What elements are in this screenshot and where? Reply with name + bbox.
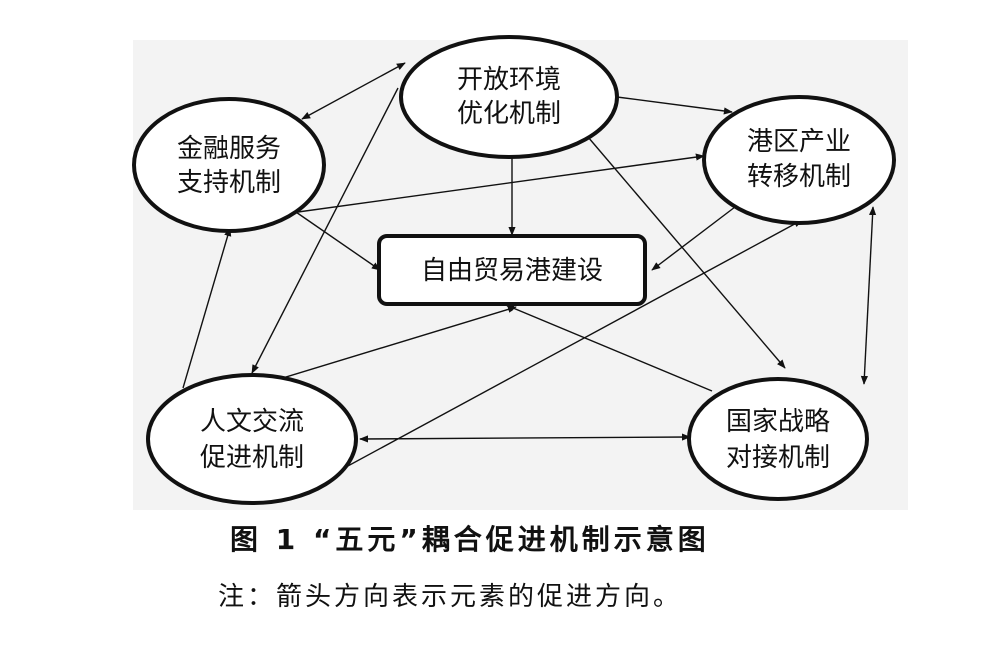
node-openness-line2: 优化机制 (457, 99, 561, 129)
node-humanities-line2: 促进机制 (200, 443, 304, 473)
node-strategy: 国家战略 对接机制 (687, 377, 869, 501)
arrow-openness-industry (616, 96, 733, 115)
node-industry-line2: 转移机制 (747, 162, 851, 192)
node-finance-line2: 支持机制 (177, 168, 281, 198)
node-openness: 开放环境 优化机制 (399, 35, 619, 159)
node-finance: 金融服务 支持机制 (132, 97, 326, 233)
arrow-humanities-strategy (359, 433, 691, 443)
arrow-industry-strategy (860, 206, 877, 385)
arrow-humanities-finance (182, 227, 232, 389)
arrow-finance-industry (297, 153, 705, 213)
node-industry: 港区产业 转移机制 (702, 95, 896, 225)
arrow-openness-finance (301, 62, 406, 120)
node-center: 自由贸易港建设 (377, 234, 647, 306)
figure-caption: 图 1 “五元”耦合促进机制示意图 (230, 523, 710, 556)
node-strategy-line2: 对接机制 (726, 443, 830, 473)
node-humanities: 人文交流 促进机制 (146, 373, 358, 505)
node-center-label: 自由贸易港建设 (421, 256, 603, 286)
figure-note: 注：箭头方向表示元素的促进方向。 (218, 582, 683, 612)
arrow-strategy-center (505, 304, 713, 392)
arrows (182, 62, 877, 481)
node-industry-line1: 港区产业 (747, 127, 851, 157)
node-humanities-line1: 人文交流 (200, 407, 304, 437)
node-finance-line1: 金融服务 (177, 134, 281, 164)
node-openness-line1: 开放环境 (457, 65, 561, 95)
node-strategy-line1: 国家战略 (726, 407, 830, 437)
